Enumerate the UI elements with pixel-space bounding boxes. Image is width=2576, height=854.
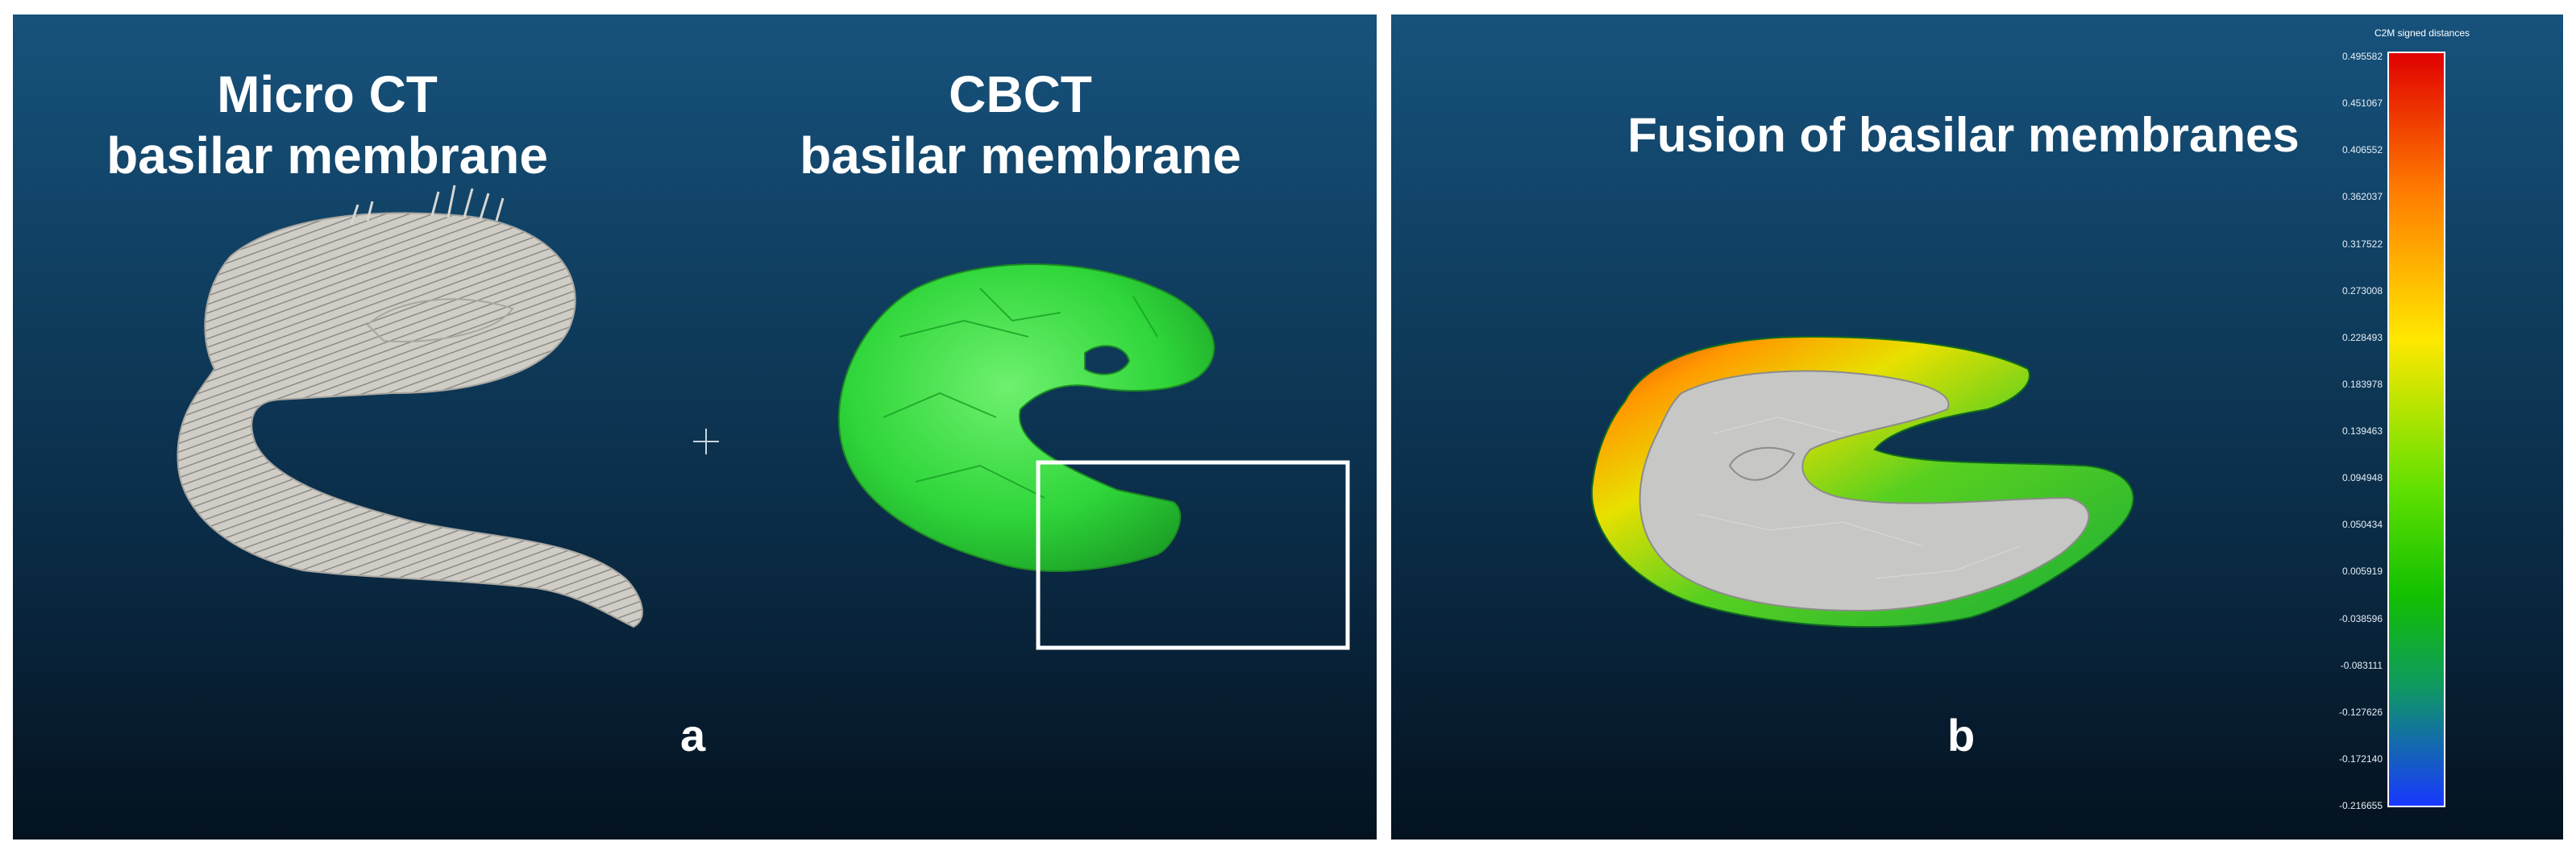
colorbar-tick-label: 0.005919 xyxy=(2341,566,2383,578)
colorbar-tick-label: -0.083111 xyxy=(2340,659,2383,671)
colorbar-title: C2M signed distances xyxy=(2374,27,2470,39)
colorbar-tick-label: 0.273008 xyxy=(2341,284,2383,296)
panel-label-b: b xyxy=(1947,710,1976,761)
cbct-title-line-2: basilar membrane xyxy=(800,126,1241,184)
colorbar-tick-label: 0.050434 xyxy=(2341,519,2383,531)
crosshair-icon xyxy=(693,429,719,454)
micro-ct-title: Micro CT basilar membrane xyxy=(102,64,553,186)
colorbar-tick-label: -0.216655 xyxy=(2338,800,2383,811)
colorbar-tick-label: 0.183978 xyxy=(2341,378,2383,390)
cbct-title: CBCT basilar membrane xyxy=(787,64,1254,186)
colorbar-tick-label: 0.495582 xyxy=(2341,51,2383,62)
zoom-box xyxy=(1036,460,1350,650)
fused-membrane-model xyxy=(1590,335,2134,628)
colorbar-tick-label: 0.451067 xyxy=(2341,97,2383,110)
micro-ct-title-line-2: basilar membrane xyxy=(106,126,548,184)
colorbar-tick-label: -0.038596 xyxy=(2338,612,2383,624)
cbct-title-line-1: CBCT xyxy=(949,65,1092,123)
panel-divider xyxy=(1377,0,1391,854)
colorbar-tick-label: 0.139463 xyxy=(2341,425,2383,437)
colorbar xyxy=(2387,52,2445,807)
panel-label-a: a xyxy=(680,710,706,761)
panel-b: Fusion of basilar membranes C2M signed d… xyxy=(1391,15,2563,839)
colorbar-tick-label: 0.317522 xyxy=(2341,238,2383,250)
micro-ct-title-line-1: Micro CT xyxy=(217,65,438,123)
panel-a: Micro CT basilar membrane CBCT basilar m… xyxy=(13,15,1377,839)
colorbar-tick-label: 0.228493 xyxy=(2341,331,2383,343)
colorbar-tick-label: 0.406552 xyxy=(2341,144,2383,156)
fusion-title: Fusion of basilar membranes xyxy=(1627,108,2300,162)
colorbar-tick-label: 0.094948 xyxy=(2341,472,2383,484)
colorbar-tick-label: -0.127626 xyxy=(2338,706,2383,718)
cbct-membrane-model xyxy=(837,263,1350,650)
micro-ct-membrane-model xyxy=(177,184,643,628)
colorbar-tick-label: -0.172140 xyxy=(2338,752,2383,765)
colorbar-tick-label: 0.362037 xyxy=(2341,191,2383,203)
